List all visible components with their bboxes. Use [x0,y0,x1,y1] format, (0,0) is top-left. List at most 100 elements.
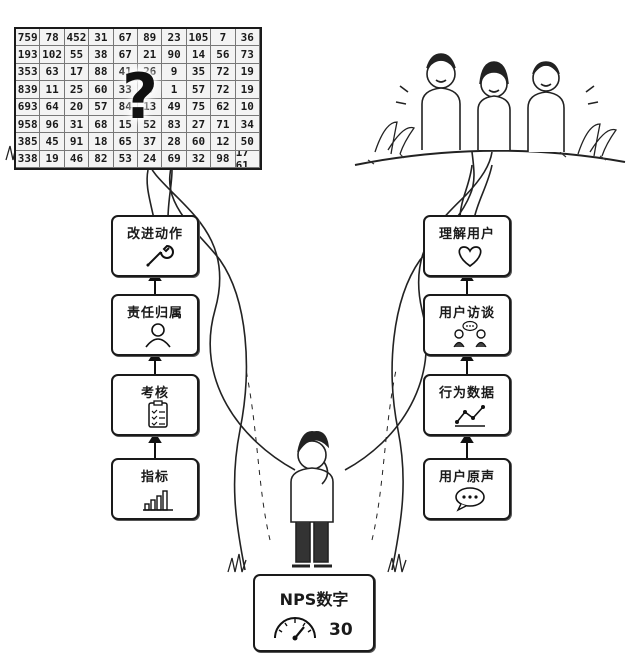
step-accountability: 责任归属 [111,294,199,356]
grid-number-cell: 82 [89,150,114,168]
grid-number-cell: 21 [137,46,163,64]
grid-number-cell: 72 [211,63,236,82]
step-assessment: 考核 [111,374,199,436]
grid-number-cell: 91 [64,133,90,151]
step-improvement-action: 改进动作 [111,215,199,277]
grid-number-cell: 9 [162,63,187,82]
step-user-voice: 用户原声 [423,458,511,520]
grid-number-cell: 958 [16,115,41,134]
step-label: 用户访谈 [438,306,495,321]
right-arrows [460,270,474,458]
grid-number-cell: 73 [235,46,260,64]
person-icon [145,323,171,348]
grid-number-cell: 89 [137,29,163,47]
grid-number-cell: 19 [235,63,260,82]
grid-number-cell: 45 [40,133,65,151]
grid-number-cell: 8 [137,81,163,99]
grid-number-cell: 23 [162,29,187,47]
interview-icon [453,320,487,348]
grid-number-cell: 75 [186,98,212,116]
step-label: 理解用户 [438,227,495,242]
grid-number-cell: 11 [40,81,65,99]
question-mark-icon: ? [122,60,158,133]
grid-number-cell: 24 [137,150,163,168]
grid-number-cell: 88 [89,63,114,82]
grid-number-cell: 28 [162,133,187,151]
clipboard-icon [148,400,168,428]
step-understand-users: 理解用户 [423,215,511,277]
grid-number-cell: 385 [16,133,41,151]
heart-icon [458,246,482,268]
grid-number-cell: 38 [89,46,114,64]
grid-number-cell: 193 [16,46,41,64]
grid-number-cell: 72 [211,81,236,99]
grass-tufts [5,121,618,573]
left-arrows [148,270,162,458]
grid-number-cell: 56 [211,46,236,64]
bar-chart-icon [143,490,173,511]
grid-number-cell: 34 [235,115,260,134]
grid-number-cell: 759 [16,29,41,47]
grid-number-cell: 27 [186,115,212,134]
grid-number-cell: 71 [211,115,236,134]
grid-number-cell: 18 [89,133,114,151]
grid-number-cell: 69 [162,150,187,168]
grid-number-cell: 64 [40,98,65,116]
grid-number-cell: 84 [113,98,138,116]
grid-number-cell: 60 [186,133,212,151]
step-user-interview: 用户访谈 [423,294,511,356]
grid-number-cell: 19 [235,81,260,99]
grid-number-cell: 26 [137,63,163,82]
grid-number-cell: 13 [137,98,163,116]
grid-number-cell: 60 [89,81,114,99]
step-metrics: 指标 [111,458,199,520]
grid-number-cell: 68 [89,115,114,134]
grid-number-cell: 105 [186,29,212,47]
grid-number-cell: 33 [113,81,138,99]
nps-value: 30 [329,620,353,640]
step-label: 考核 [140,386,169,401]
grid-number-cell: 353 [16,63,41,82]
wrench-icon [146,244,174,267]
step-behavior-data: 行为数据 [423,374,511,436]
line-chart-icon [455,405,485,427]
grid-number-cell: 31 [64,115,90,134]
grid-number-cell: 46 [64,150,90,168]
grid-number-cell: 338 [16,150,41,168]
left-road [147,159,296,571]
right-road [344,151,493,571]
grid-number-cell: 96 [40,115,65,134]
grid-number-cell: 49 [162,98,187,116]
grid-number-cell: 98 [211,150,236,168]
right-hill [354,149,626,166]
grid-number-cell: 32 [186,150,212,168]
grid-number-cell: 37 [137,133,163,151]
grid-number-cell: 55 [64,46,90,64]
connector-lines [146,164,493,220]
grid-number-cell: 25 [64,81,90,99]
grid-number-cell: 52 [137,115,163,134]
step-label: 改进动作 [126,227,183,242]
step-label: 责任归属 [126,306,183,321]
grid-number-cell: 67 [113,46,138,64]
grid-number-cell: 31 [89,29,114,47]
grid-number-cell: 41 [113,63,138,82]
grid-number-cell: 7 [211,29,236,47]
grid-number-cell: 17 [64,63,90,82]
grid-number-cell: 53 [113,150,138,168]
grid-number-cell: 67 [113,29,138,47]
grid-number-cell: 10 [235,98,260,116]
grid-number-cell: 17 61 [235,150,260,168]
grid-number-cell: 102 [40,46,65,64]
step-label: 行为数据 [438,386,495,401]
grid-number-cell: 15 [113,115,138,134]
grid-number-cell: 63 [40,63,65,82]
grid-number-cell: 36 [235,29,260,47]
grid-number-cell: 20 [64,98,90,116]
gauge-icon [274,617,316,641]
nps-title: NPS数字 [279,590,349,609]
grid-number-cell: 35 [186,63,212,82]
step-label: 指标 [140,470,169,485]
